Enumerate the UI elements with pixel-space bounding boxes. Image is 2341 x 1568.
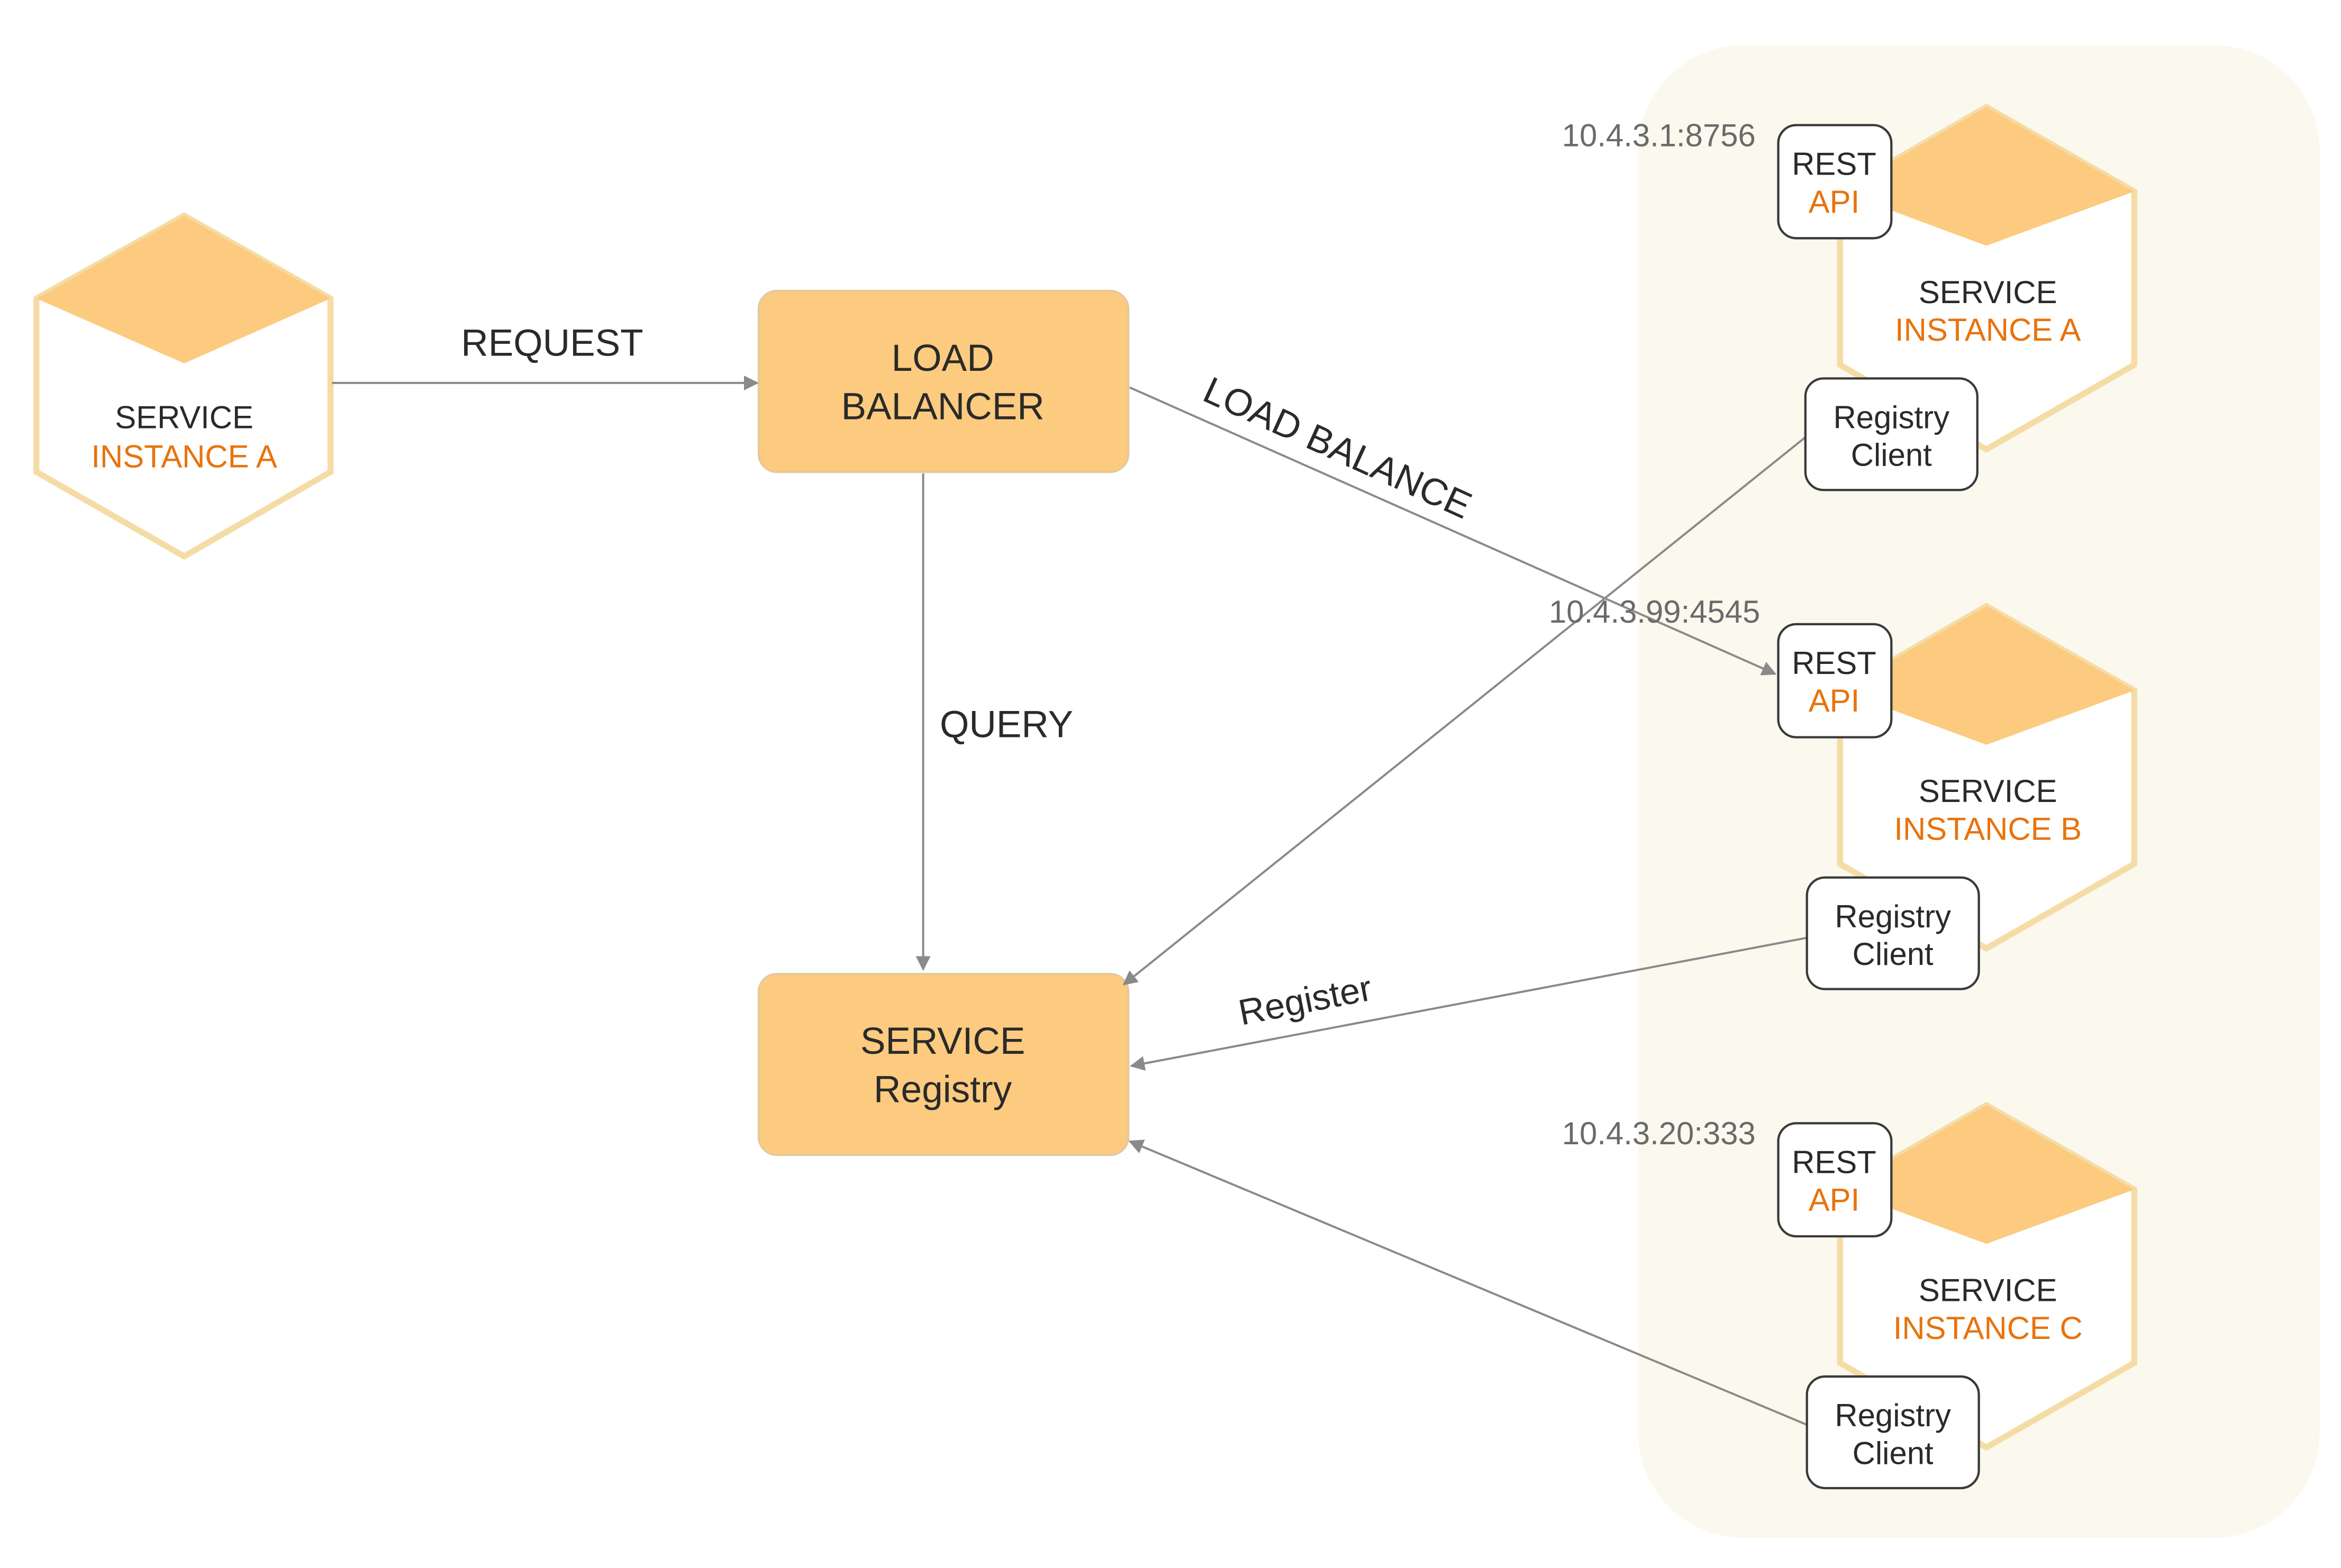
register-arrow-b xyxy=(1130,936,1808,1071)
instance-a-title: SERVICE xyxy=(1919,275,2057,310)
registry-client-c-line2: Client xyxy=(1853,1435,1934,1471)
service-registry-line1: SERVICE xyxy=(860,1020,1026,1062)
edges xyxy=(332,375,1808,1426)
service-instance-b[interactable]: SERVICE INSTANCE B REST API Registry Cli… xyxy=(1777,603,2137,990)
rest-api-c[interactable]: REST API xyxy=(1777,1122,1893,1238)
request-label: REQUEST xyxy=(461,322,643,364)
client-service-instance: INSTANCE A xyxy=(91,439,277,475)
load-balance-arrow xyxy=(1129,386,1777,676)
load-balancer-line2: BALANCER xyxy=(841,385,1045,427)
instance-c-name: INSTANCE C xyxy=(1893,1310,2083,1346)
query-label: QUERY xyxy=(940,704,1073,746)
registry-client-a[interactable]: Registry Client xyxy=(1804,377,1979,491)
registry-client-a-line1: Registry xyxy=(1834,399,1950,435)
service-registry-box[interactable]: SERVICE Registry xyxy=(757,972,1130,1156)
register-arrow-a xyxy=(1122,436,1807,986)
rest-api-b-line2: API xyxy=(1809,683,1859,718)
client-service-title: SERVICE xyxy=(115,399,253,435)
instance-c-title: SERVICE xyxy=(1919,1273,2057,1308)
rest-api-b[interactable]: REST API xyxy=(1777,623,1893,739)
rest-api-b-line1: REST xyxy=(1792,645,1876,681)
load-balancer-line1: LOAD xyxy=(892,337,994,379)
rest-api-c-line1: REST xyxy=(1792,1144,1876,1180)
registry-client-b-line1: Registry xyxy=(1835,899,1951,934)
service-instance-c[interactable]: SERVICE INSTANCE C REST API Registry Cli… xyxy=(1777,1101,2137,1490)
instance-b-address: 10.4.3.99:4545 xyxy=(1549,594,1760,630)
registry-client-c-line1: Registry xyxy=(1835,1398,1951,1433)
instance-b-name: INSTANCE B xyxy=(1894,811,2082,846)
rest-api-c-line2: API xyxy=(1809,1182,1859,1218)
service-registry-line2: Registry xyxy=(874,1068,1012,1110)
rest-api-a-line2: API xyxy=(1809,184,1859,220)
instance-a-name: INSTANCE A xyxy=(1895,312,2081,348)
instance-c-address: 10.4.3.20:333 xyxy=(1562,1116,1756,1151)
registry-client-b[interactable]: Registry Client xyxy=(1805,876,1980,990)
client-service-hexagon[interactable]: SERVICE INSTANCE A xyxy=(33,212,334,560)
registry-client-b-line2: Client xyxy=(1853,936,1934,972)
rest-api-a-line1: REST xyxy=(1792,147,1876,182)
register-arrow-c xyxy=(1128,1139,1808,1426)
load-balance-label: LOAD BALANCE xyxy=(1197,369,1477,527)
registry-client-c[interactable]: Registry Client xyxy=(1805,1375,1980,1490)
rest-api-a[interactable]: REST API xyxy=(1777,124,1893,240)
instance-b-title: SERVICE xyxy=(1919,773,2057,809)
registry-client-a-line2: Client xyxy=(1851,437,1932,473)
load-balancer-box[interactable]: LOAD BALANCER xyxy=(757,289,1130,473)
instance-a-address: 10.4.3.1:8756 xyxy=(1562,117,1756,153)
service-instance-a[interactable]: SERVICE INSTANCE A REST API Registry Cli… xyxy=(1777,103,2137,491)
